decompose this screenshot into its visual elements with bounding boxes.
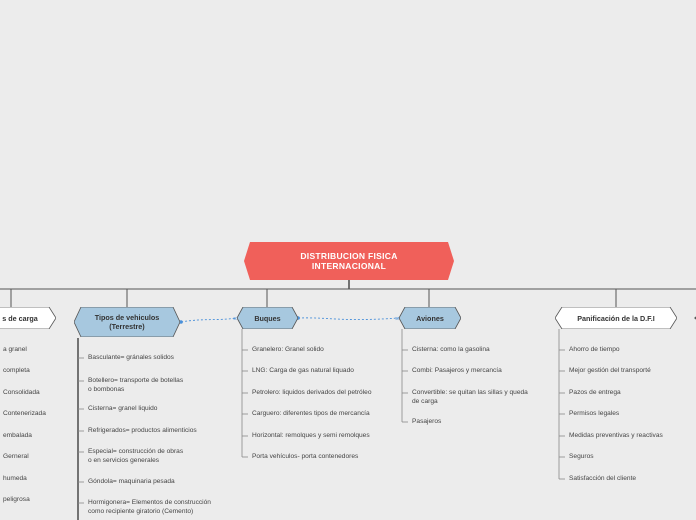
root-topic-distribucion-fisica[interactable]: DISTRIBUCION FISICA INTERNACIONAL [244, 242, 454, 280]
leaf-buque-carguero[interactable]: Carguero: diferentes tipos de mercancía [252, 410, 370, 417]
topic-tipos-de-carga-label: s de carga [2, 313, 38, 323]
leaf-plan-satisfaccion[interactable]: Satisfacción del cliente [569, 475, 637, 482]
leaf-plan-medidas[interactable]: Medidas preventivas y reactivas [569, 432, 663, 439]
leaf-plan-plazos-entrega[interactable]: Pazos de entrega [569, 389, 621, 396]
leaf-vehiculo-basculante[interactable]: Basculante= gránales solidos [88, 354, 174, 361]
topic-tipos-de-vehiculos[interactable]: Tipos de vehiculos (Terrestre) [74, 307, 180, 337]
root-topic-label: DISTRIBUCION FISICA INTERNACIONAL [300, 251, 398, 271]
topic-buques[interactable]: Buques [237, 307, 298, 329]
leaf-avion-pasajeros[interactable]: Pasajeros [412, 418, 442, 425]
leaf-plan-gestion-transporte[interactable]: Mejor gestión del transporté [569, 367, 651, 374]
leaf-carga-granel[interactable]: a granel [3, 346, 27, 353]
leaf-carga-humeda[interactable]: humeda [3, 475, 27, 482]
leaf-carga-contenerizada[interactable]: Contenerizada [3, 410, 46, 417]
leaf-vehiculo-hormigonera[interactable]: Hormigonera= Elementos de construcción c… [88, 499, 211, 515]
leaf-plan-permisos-legales[interactable]: Permisos legales [569, 410, 620, 417]
svg-text:×: × [233, 316, 237, 323]
leaf-vehiculo-refrigerados[interactable]: Refrigerados= productos alimenticios [88, 427, 197, 434]
topic-planificacion-dfi[interactable]: Panificación de la D.F.I [555, 307, 677, 329]
leaf-carga-consolidada[interactable]: Consolidada [3, 389, 40, 396]
leaf-buque-horizontal[interactable]: Horizontal: remolques y semi remolques [252, 432, 370, 439]
leaf-buque-petrolero[interactable]: Petrolero: liquidos derivados del petról… [252, 389, 372, 396]
leaf-vehiculo-cisterna[interactable]: Cisterna= granel liquido [88, 405, 158, 412]
leaf-avion-combi[interactable]: Combi: Pasajeros y mercancía [412, 367, 502, 374]
leaf-carga-embalada[interactable]: embalada [3, 432, 32, 439]
leaf-vehiculo-gondola[interactable]: Góndola= maquinaria pesada [88, 478, 175, 485]
leaf-carga-completa[interactable]: completa [3, 367, 30, 374]
topic-planificacion-dfi-label: Panificación de la D.F.I [577, 313, 655, 323]
leaf-plan-seguros[interactable]: Seguros [569, 453, 594, 460]
leaf-buque-granelero[interactable]: Granelero: Granel solido [252, 346, 324, 353]
topic-tipos-de-carga[interactable]: s de carga [0, 307, 56, 337]
leaf-buque-porta-vehiculos[interactable]: Porta vehículos- porta contenedores [252, 453, 359, 460]
topic-tipos-de-vehiculos-label: Tipos de vehiculos (Terrestre) [94, 313, 160, 331]
leaf-carga-peligrosa[interactable]: peligrosa [3, 496, 30, 503]
svg-text:×: × [395, 316, 399, 323]
leaf-avion-cisterna[interactable]: Cisterna: como la gasolina [412, 346, 490, 353]
topic-aviones-label: Aviones [416, 313, 444, 323]
leaf-carga-general[interactable]: Gerneral [3, 453, 29, 460]
leaf-vehiculo-botellero[interactable]: Botellero= transporte de botellas o bomb… [88, 377, 184, 393]
topic-aviones[interactable]: Aviones [399, 307, 461, 329]
leaf-plan-ahorro-tiempo[interactable]: Ahorro de tiempo [569, 346, 620, 353]
leaf-buque-lng[interactable]: LNG: Carga de gas natural liquado [252, 367, 354, 374]
topic-buques-label: Buques [254, 313, 281, 323]
leaf-avion-convertible[interactable]: Convertible: se quitan las sillas y qued… [412, 389, 528, 405]
leaf-vehiculo-especial[interactable]: Especial= construcción de obras o en ser… [88, 448, 184, 464]
